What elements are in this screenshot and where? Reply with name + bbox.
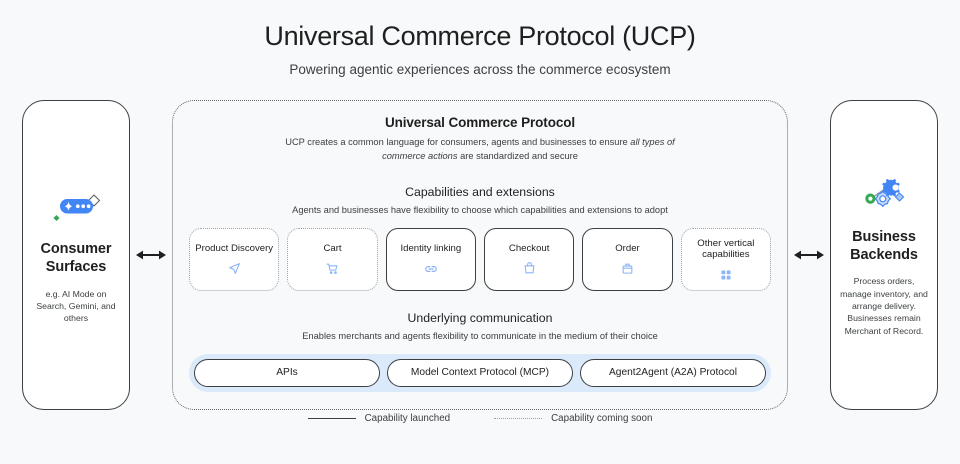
- capability-card-label: Identity linking: [400, 243, 462, 255]
- consumer-surfaces-title: Consumer Surfaces: [40, 241, 112, 275]
- legend-label: Capability launched: [364, 413, 451, 424]
- capability-card-label: Other vertical capabilities: [697, 237, 755, 261]
- communication-pill-label: Agent2Agent (A2A) Protocol: [609, 366, 737, 378]
- business-backends-description: Process orders, manage inventory, and ar…: [840, 276, 928, 336]
- protocol-subtitle-italic: all types of commerce actions: [382, 137, 675, 161]
- capability-card-order[interactable]: Order: [582, 227, 673, 291]
- capability-card-checkout[interactable]: Checkout: [484, 227, 575, 291]
- page-title: Universal Commerce Protocol (UCP): [264, 21, 696, 51]
- page-header: Universal Commerce Protocol (UCP) Poweri…: [0, 0, 960, 79]
- capabilities-subtitle: Agents and businesses have flexibility t…: [292, 204, 668, 215]
- legend-item-coming-soon: Capability coming soon: [494, 414, 652, 424]
- capability-card-identity-linking[interactable]: Identity linking: [385, 227, 476, 291]
- business-backends-title: Business Backends: [850, 228, 918, 263]
- capability-card-label: Checkout: [508, 243, 550, 255]
- communication-pill-label: APIs: [276, 366, 298, 378]
- shopping-cart-icon: [326, 262, 339, 275]
- capability-card-label: Product Discovery: [195, 243, 274, 255]
- protocol-subtitle: UCP creates a common language for consum…: [270, 136, 690, 163]
- link-chain-icon: [424, 262, 438, 275]
- communication-pill-label: Model Context Protocol (MCP): [410, 366, 550, 378]
- package-box-icon: [621, 262, 634, 275]
- left-bidirectional-arrow-icon: [130, 246, 172, 264]
- grid-apps-icon: [720, 268, 732, 281]
- universal-commerce-protocol-container: Universal Commerce Protocol UCP creates …: [172, 100, 788, 410]
- business-backends-panel[interactable]: Business Backends Process orders, manage…: [830, 100, 938, 410]
- communication-heading-group: Underlying communication Enables merchan…: [302, 311, 658, 343]
- capability-card-label: Cart: [323, 243, 342, 255]
- diagram-stage: Consumer Surfaces e.g. AI Mode on Search…: [0, 99, 960, 411]
- communication-pill-a2a[interactable]: Agent2Agent (A2A) Protocol: [580, 358, 766, 387]
- shopping-bag-icon: [523, 262, 536, 275]
- dotted-line-swatch: [494, 418, 543, 420]
- communication-subtitle: Enables merchants and agents flexibility…: [302, 330, 658, 341]
- capability-card-other-vertical[interactable]: Other vertical capabilities: [680, 227, 771, 291]
- communication-pill-apis[interactable]: APIs: [194, 358, 380, 387]
- consumer-surfaces-description: e.g. AI Mode on Search, Gemini, and othe…: [36, 288, 116, 324]
- capability-card-cart[interactable]: Cart: [287, 227, 378, 291]
- capability-card-list: Product Discovery Cart: [189, 227, 771, 291]
- capability-card-label: Order: [615, 243, 640, 255]
- consumer-surfaces-panel[interactable]: Consumer Surfaces e.g. AI Mode on Search…: [22, 100, 130, 410]
- legend-item-launched: Capability launched: [307, 413, 451, 424]
- capabilities-title: Capabilities and extensions: [405, 185, 555, 200]
- capabilities-heading-group: Capabilities and extensions Agents and b…: [292, 185, 668, 217]
- protocol-subtitle-post: are standardized and secure: [457, 150, 578, 161]
- gears-network-icon: [858, 173, 910, 219]
- solid-line-swatch: [307, 418, 356, 420]
- ai-sparkle-pill-icon: [48, 185, 104, 231]
- page-subtitle: Powering agentic experiences across the …: [289, 62, 671, 78]
- communication-pill-mcp[interactable]: Model Context Protocol (MCP): [387, 358, 573, 387]
- send-paper-plane-icon: [228, 262, 241, 275]
- protocol-title: Universal Commerce Protocol: [384, 115, 576, 130]
- legend-label: Capability coming soon: [551, 413, 653, 424]
- legend: Capability launched Capability coming so…: [0, 414, 960, 424]
- communication-pill-tray: APIs Model Context Protocol (MCP) Agent2…: [189, 353, 771, 392]
- right-bidirectional-arrow-icon: [788, 246, 830, 264]
- capability-card-product-discovery[interactable]: Product Discovery: [189, 227, 280, 291]
- communication-title: Underlying communication: [407, 310, 553, 325]
- protocol-subtitle-pre: UCP creates a common language for consum…: [285, 137, 631, 148]
